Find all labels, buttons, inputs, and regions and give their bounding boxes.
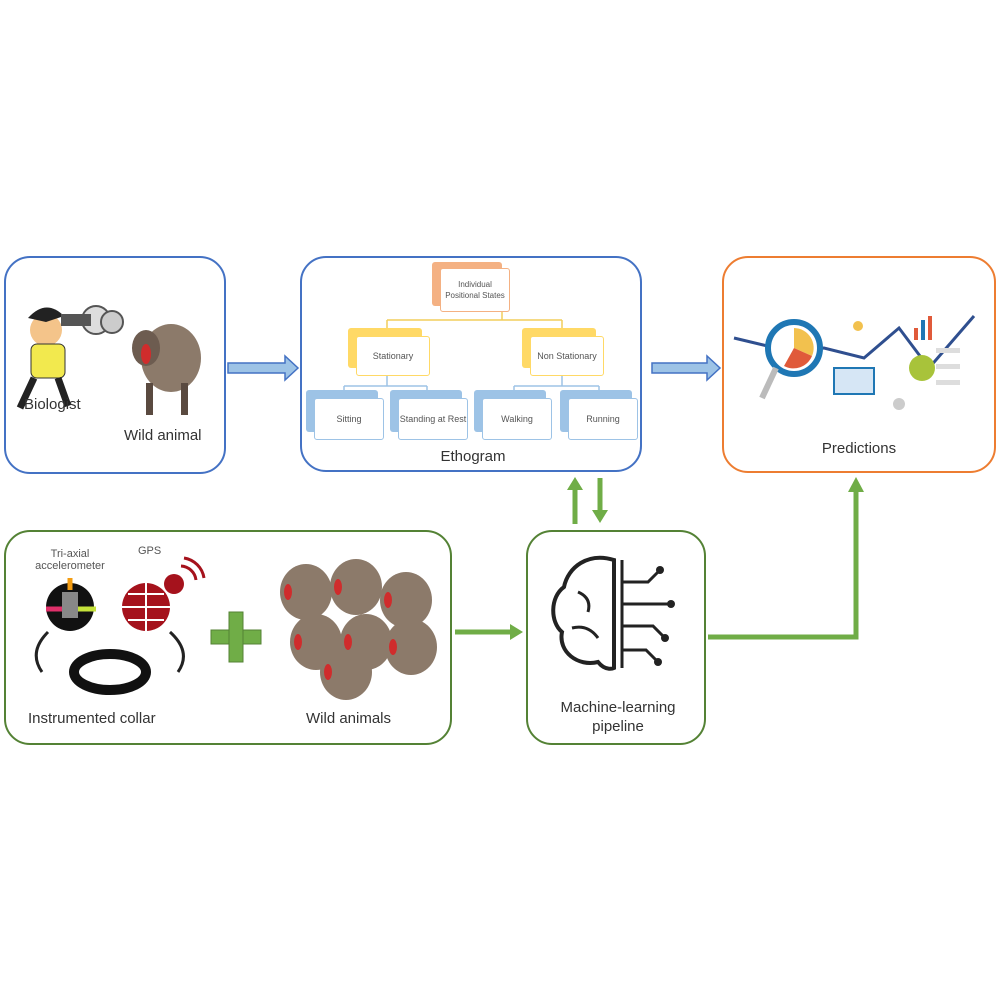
gps-icon bbox=[122, 556, 206, 631]
ethogram-panel: Individual Positional States Stationary … bbox=[300, 256, 642, 472]
predictions-label: Predictions bbox=[821, 440, 897, 457]
ethogram-sitting-node: Sitting bbox=[314, 398, 384, 440]
biologist-binoculars-icon bbox=[16, 305, 124, 410]
plus-icon bbox=[210, 611, 262, 663]
ethogram-running-node: Running bbox=[568, 398, 638, 440]
ethogram-root-node: Individual Positional States bbox=[440, 268, 510, 312]
ethogram-standing-node: Standing at Rest bbox=[398, 398, 468, 440]
accelerometer-label: Tri-axial accelerometer bbox=[35, 548, 105, 572]
arrow-ml-to-predictions bbox=[708, 477, 864, 640]
arrow-collar-to-ml bbox=[455, 624, 523, 640]
analytics-chart-icon bbox=[733, 315, 976, 410]
collar-icon bbox=[69, 649, 151, 695]
ethogram-walking-node: Walking bbox=[482, 398, 552, 440]
wild-animal-label: Wild animal bbox=[124, 427, 202, 444]
ethogram-tree-lines bbox=[343, 308, 600, 392]
arrow-observation-to-ethogram bbox=[227, 354, 300, 382]
wild-animals-group-icon bbox=[280, 559, 437, 700]
curved-arrow-right-icon bbox=[168, 630, 185, 673]
collar-sensors-illustration bbox=[34, 556, 437, 700]
ethogram-non-stationary-node: Non Stationary bbox=[530, 336, 604, 376]
gps-label: GPS bbox=[138, 545, 162, 557]
accelerometer-icon bbox=[46, 578, 96, 631]
arrow-ml-to-ethogram bbox=[567, 477, 583, 524]
wild-animals-label: Wild animals bbox=[306, 710, 392, 727]
biologist-label: Biologist bbox=[24, 396, 81, 413]
arrow-ethogram-to-ml bbox=[592, 478, 608, 523]
ethogram-title: Ethogram bbox=[440, 448, 506, 465]
data-collection-panel: Tri-axial accelerometer GPS Instrumented… bbox=[4, 530, 452, 745]
predictions-panel: Predictions bbox=[722, 256, 996, 473]
brain-circuit-icon bbox=[551, 555, 675, 671]
observation-panel: Biologist Wild animal bbox=[4, 256, 226, 474]
arrow-ethogram-to-predictions bbox=[651, 354, 722, 382]
instrumented-collar-label: Instrumented collar bbox=[28, 710, 156, 727]
ml-pipeline-panel: Machine-learning pipeline bbox=[526, 530, 706, 745]
curved-arrow-left-icon bbox=[34, 630, 50, 673]
wild-animal-mandrill-icon bbox=[132, 324, 201, 415]
ml-pipeline-label: Machine-learning pipeline bbox=[560, 699, 676, 735]
ethogram-stationary-node: Stationary bbox=[356, 336, 430, 376]
